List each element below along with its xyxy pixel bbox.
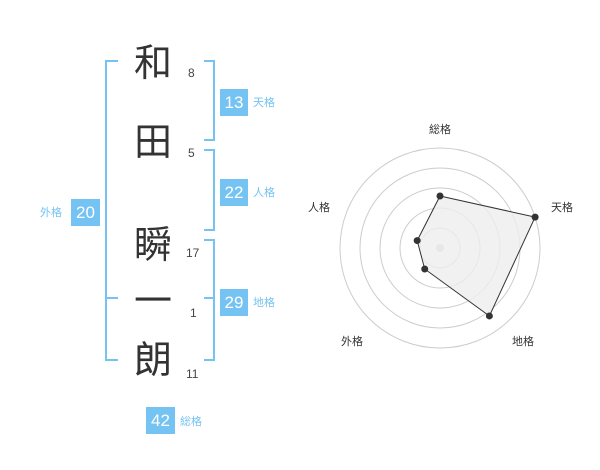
- radar-axis-label-tenkaku: 天格: [551, 201, 573, 214]
- radar-axis-label-jinkaku: 人格: [308, 201, 330, 214]
- tenkaku-label: 天格: [253, 96, 275, 109]
- radar-ring: [339, 147, 541, 349]
- gaikaku-label: 外格: [40, 206, 62, 219]
- radar-point-4: [421, 265, 429, 273]
- gaikaku-bracket: [105, 60, 118, 361]
- chikaku-value: 29: [220, 289, 248, 316]
- tenkaku-value: 13: [220, 89, 248, 116]
- radar-point-1: [436, 192, 444, 200]
- name-char-5: 朗: [133, 338, 172, 382]
- radar-axis-label-chikaku: 地格: [512, 335, 534, 348]
- jinkaku-bracket: [204, 149, 215, 231]
- stroke-count-3: 17: [186, 246, 200, 260]
- radar-polygon: [416, 195, 536, 317]
- name-char-3: 瞬: [133, 223, 172, 267]
- gaikaku-value: 20: [71, 199, 100, 226]
- stroke-count-1: 8: [188, 66, 195, 80]
- radar-axis-label-gaikaku: 外格: [341, 335, 363, 348]
- soukaku-label: 総格: [180, 415, 202, 428]
- soukaku-value: 42: [146, 407, 175, 434]
- stroke-count-2: 5: [188, 146, 195, 160]
- name-char-4: 一: [133, 279, 172, 323]
- radar-point-5: [413, 237, 421, 245]
- jinkaku-value: 22: [220, 179, 248, 206]
- stroke-count-4: 1: [190, 306, 197, 320]
- radar-point-3: [485, 312, 493, 320]
- chikaku-bracket: [204, 239, 215, 361]
- name-char-1: 和: [133, 41, 172, 85]
- chikaku-label: 地格: [253, 296, 275, 309]
- stroke-count-5: 11: [186, 367, 199, 381]
- name-char-2: 田: [133, 120, 172, 164]
- jinkaku-label: 人格: [253, 186, 275, 199]
- radar-point-2: [531, 213, 539, 221]
- radar-axis-label-soukaku: 総格: [429, 123, 451, 136]
- tenkaku-bracket: [204, 60, 215, 141]
